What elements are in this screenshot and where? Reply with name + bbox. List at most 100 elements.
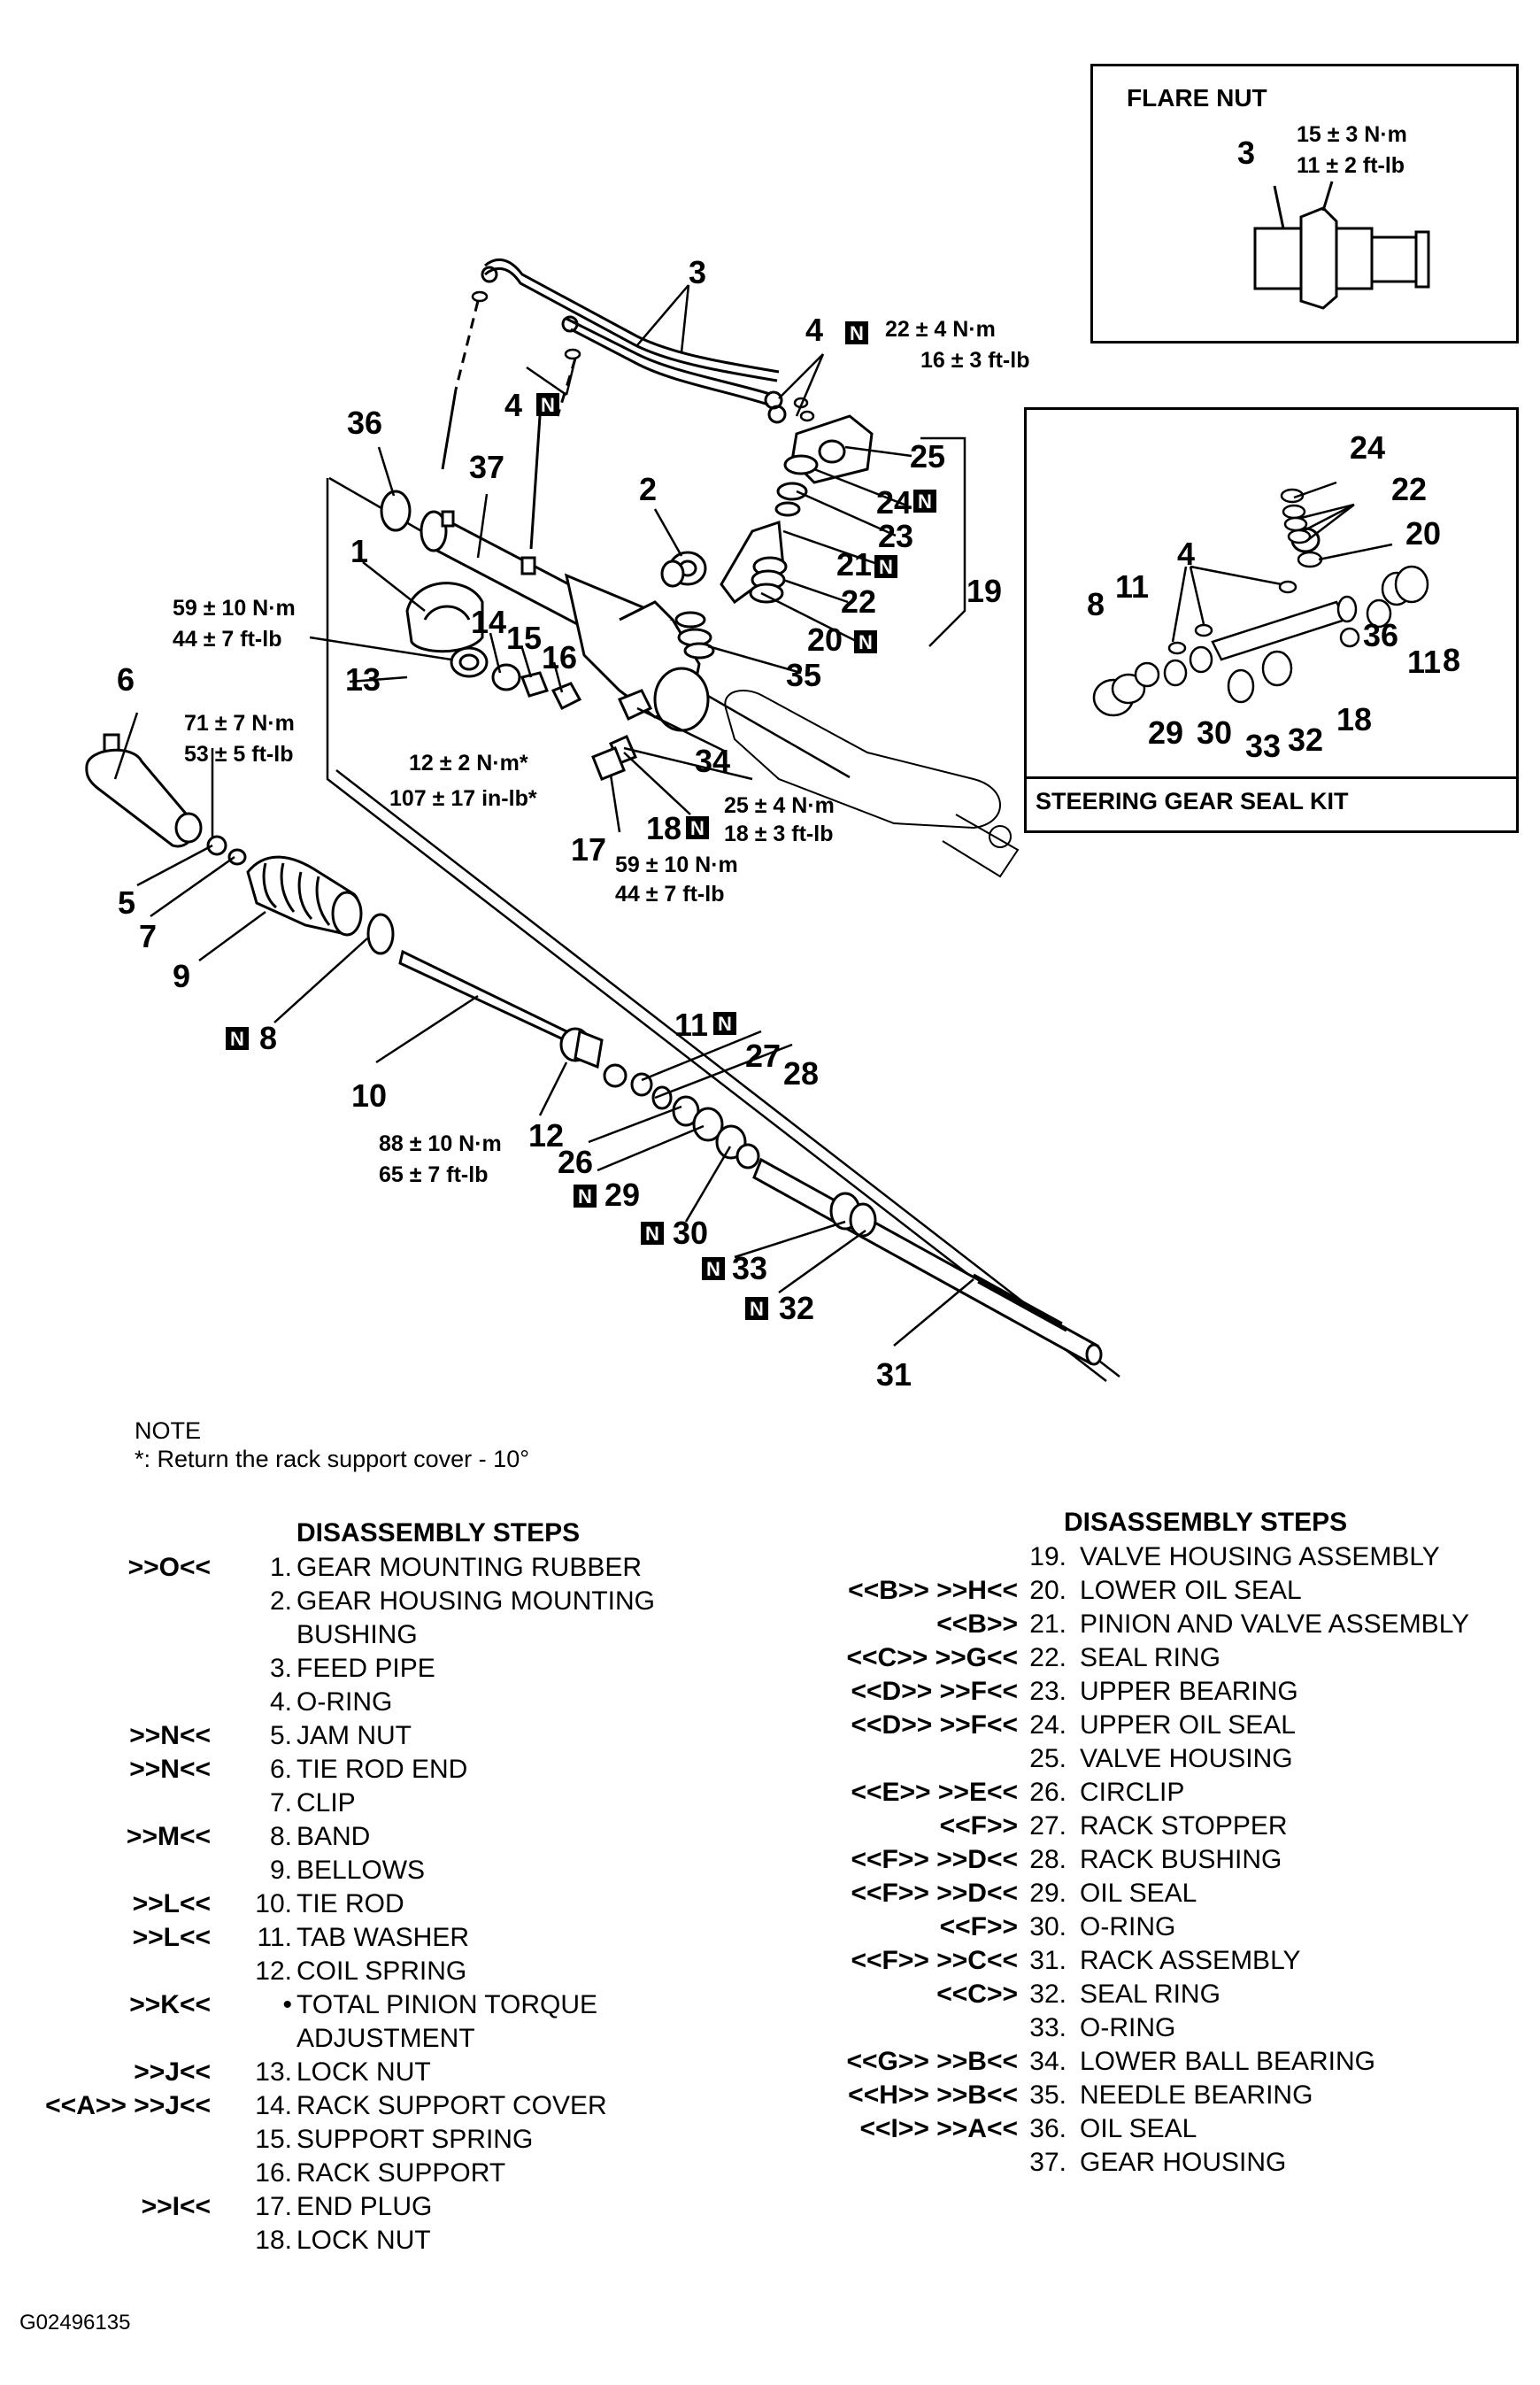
torque-12-nm: 12 ± 2 N·m* xyxy=(409,751,528,776)
step-label: LOCK NUT xyxy=(296,2057,431,2087)
step-row: <<I>> >>A<< 36. OIL SEAL xyxy=(770,2112,1531,2146)
step-code: >>N<< xyxy=(129,1755,211,1784)
callout-10: 10 xyxy=(351,1077,387,1114)
callout-20: 20 xyxy=(807,621,843,658)
step-number: 29. xyxy=(1029,1879,1066,1908)
step-code: >>K<< xyxy=(129,1990,211,2019)
step-number: 14. xyxy=(255,2091,292,2120)
callout-7: 7 xyxy=(139,918,157,954)
kit-callout-18: 18 xyxy=(1336,701,1372,737)
callout-32: 32 xyxy=(779,1290,814,1326)
step-row: >>K<< •TOTAL PINION TORQUE xyxy=(0,1988,779,2022)
step-number: 16. xyxy=(255,2158,292,2188)
step-number: 36. xyxy=(1029,2114,1066,2143)
step-row: 25.VALVE HOUSING xyxy=(770,1742,1531,1776)
tie-rod-end-drawing xyxy=(85,733,247,866)
step-label: SEAL RING xyxy=(1080,1980,1220,2009)
kit-callout-24: 24 xyxy=(1350,429,1385,466)
torque-44-ftlb-a: 44 ± 7 ft-lb xyxy=(173,627,281,652)
step-number: 9. xyxy=(269,1856,292,1885)
step-number: 8. xyxy=(269,1822,292,1851)
step-row: <<F>> >>C<<31.RACK ASSEMBLY xyxy=(770,1944,1531,1978)
step-row: >>O<<1.GEAR MOUNTING RUBBER xyxy=(0,1551,779,1585)
step-code: <<F>> >>D<< xyxy=(851,1879,1018,1908)
step-label: VALVE HOUSING ASSEMBLY xyxy=(1080,1542,1440,1571)
step-row: <<B>>21.PINION AND VALVE ASSEMBLY xyxy=(770,1608,1531,1641)
step-number: 30. xyxy=(1029,1912,1066,1941)
callout-23: 23 xyxy=(878,518,913,554)
seal-kit-callouts: 24 22 20 4 11 8 36 11 8 29 30 33 32 18 xyxy=(1087,429,1460,764)
kit-callout-30: 30 xyxy=(1197,714,1232,751)
callout-30: 30 xyxy=(673,1215,708,1251)
step-label: FEED PIPE xyxy=(296,1654,435,1683)
step-label: TIE ROD END xyxy=(296,1755,468,1784)
step-row: <<G>> >>B<<34.LOWER BALL BEARING xyxy=(770,2045,1531,2079)
callout-24: 24 xyxy=(876,484,912,521)
rack-drawing xyxy=(651,1085,1103,1366)
step-row: <<D>> >>F<<24.UPPER OIL SEAL xyxy=(770,1709,1531,1742)
step-code: <<F>> xyxy=(939,1811,1018,1841)
step-number: 28. xyxy=(1029,1845,1066,1874)
step-label: LOWER OIL SEAL xyxy=(1080,1576,1302,1605)
step-number: 18. xyxy=(255,2226,292,2255)
step-number: 2. xyxy=(269,1586,292,1616)
step-label: GEAR HOUSING MOUNTING xyxy=(296,1586,656,1616)
callout-labels: 3 4 4 36 37 2 25 24 23 21 22 19 20 35 1 … xyxy=(117,254,1002,1393)
step-number: • xyxy=(282,1990,292,2019)
gear-housing-drawing xyxy=(380,490,710,732)
callout-2: 2 xyxy=(639,471,657,507)
kit-callout-8-right: 8 xyxy=(1443,642,1460,678)
flare-nut-part-number: 3 xyxy=(1237,135,1255,171)
step-row: >>J<<13.LOCK NUT xyxy=(0,2056,779,2089)
step-row: 19.VALVE HOUSING ASSEMBLY xyxy=(770,1540,1531,1574)
flare-nut-torque-ftlb: 11 ± 2 ft-lb xyxy=(1297,153,1405,178)
callout-34: 34 xyxy=(695,743,730,779)
callout-26: 26 xyxy=(558,1144,593,1180)
step-label: TOTAL PINION TORQUE xyxy=(296,1990,598,2019)
callout-37: 37 xyxy=(469,449,504,485)
step-label: OIL SEAL xyxy=(1080,2114,1197,2143)
torque-22-nm: 22 ± 4 N·m xyxy=(885,317,996,342)
kit-callout-20: 20 xyxy=(1405,515,1441,552)
callout-15: 15 xyxy=(506,620,542,656)
step-number: 20. xyxy=(1029,1576,1066,1605)
step-label: SUPPORT SPRING xyxy=(296,2125,534,2154)
torque-16-ftlb: 16 ± 3 ft-lb xyxy=(920,348,1029,373)
callout-9: 9 xyxy=(173,958,190,994)
step-row: >>M<<8.BAND xyxy=(0,1820,779,1854)
kit-callout-11-right: 11 xyxy=(1407,644,1441,680)
seal-kit-drawing xyxy=(1092,481,1429,717)
callout-33: 33 xyxy=(732,1250,767,1286)
step-row: 12.COIL SPRING xyxy=(0,1955,779,1988)
torque-107-inlb: 107 ± 17 in-lb* xyxy=(389,786,537,811)
step-row: <<C>>32.SEAL RING xyxy=(770,1978,1531,2011)
step-label: JAM NUT xyxy=(296,1721,412,1750)
step-label: O-RING xyxy=(1080,1912,1176,1941)
step-label: PINION AND VALVE ASSEMBLY xyxy=(1080,1609,1470,1639)
step-label: END PLUG xyxy=(296,2192,433,2221)
callout-16: 16 xyxy=(542,639,577,675)
step-code: >>L<< xyxy=(132,1923,211,1952)
step-label: COIL SPRING xyxy=(296,1957,467,1986)
step-number: 26. xyxy=(1029,1778,1066,1807)
step-row: BUSHING xyxy=(0,1618,779,1652)
step-row: >>N<< 6.TIE ROD END xyxy=(0,1753,779,1787)
step-code: <<I>> >>A<< xyxy=(859,2114,1019,2143)
seal-kit-title: STEERING GEAR SEAL KIT xyxy=(1036,788,1349,814)
step-number: 6. xyxy=(269,1755,292,1784)
step-label: TIE ROD xyxy=(296,1889,404,1918)
torque-88-nm: 88 ± 10 N·m xyxy=(379,1131,502,1156)
step-code: <<F>> >>C<< xyxy=(851,1946,1018,1975)
step-number: 25. xyxy=(1029,1744,1066,1773)
callout-31: 31 xyxy=(876,1356,912,1393)
leader-lines xyxy=(113,284,974,1347)
callout-21: 21 xyxy=(836,546,872,583)
callout-27: 27 xyxy=(745,1038,781,1074)
step-row: <<F>> >>D<<28.RACK BUSHING xyxy=(770,1843,1531,1877)
step-row: >>L<<10.TIE ROD xyxy=(0,1887,779,1921)
kit-callout-4: 4 xyxy=(1177,536,1195,572)
callout-12: 12 xyxy=(528,1117,564,1154)
step-row: <<A>> >>J<<14.RACK SUPPORT COVER xyxy=(0,2089,779,2123)
step-code: <<D>> >>F<< xyxy=(851,1710,1018,1740)
